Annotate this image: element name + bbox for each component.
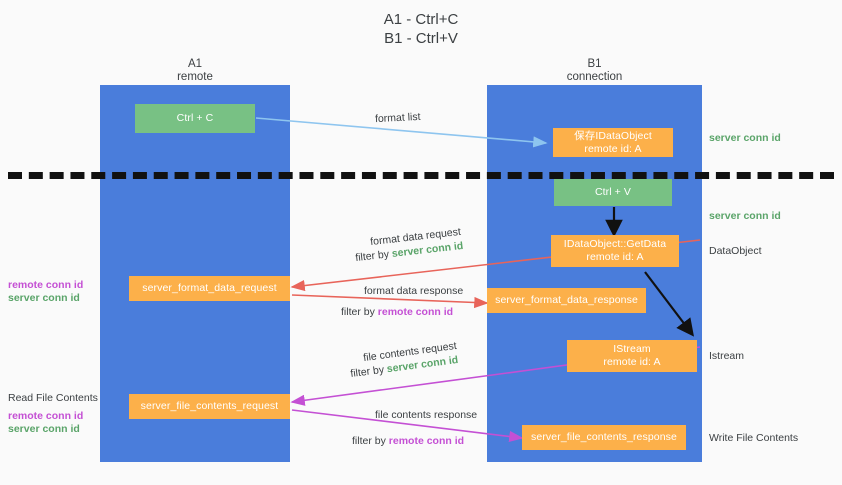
edge-label-file-contents-response: file contents response bbox=[375, 409, 478, 421]
node-ctrl-v-label: Ctrl + V bbox=[594, 186, 632, 198]
right-label-server-conn-id-top: server conn id bbox=[709, 132, 781, 144]
right-label-istream: Istream bbox=[709, 350, 745, 362]
node-istream-line1: IStream bbox=[613, 343, 651, 355]
node-idataobject-getdata[interactable]: IDataObject::GetData remote id: A bbox=[551, 235, 679, 267]
node-server-file-contents-request[interactable]: server_file_contents_request bbox=[129, 394, 290, 419]
filter-key-remote-conn-id: remote conn id bbox=[388, 435, 465, 447]
lane-header-b1: B1 connection bbox=[487, 58, 702, 84]
node-ctrl-v[interactable]: Ctrl + V bbox=[554, 179, 672, 206]
left-label-remote-conn-id-upper: remote conn id bbox=[8, 279, 84, 291]
filter-prefix: filter by bbox=[349, 363, 388, 381]
edge-label-format-data-response-filter: filter by remote conn id bbox=[341, 305, 453, 319]
left-label-read-file-contents: Read File Contents bbox=[8, 392, 98, 404]
filter-prefix: filter by bbox=[354, 248, 393, 265]
left-label-remote-conn-id-lower: remote conn id bbox=[8, 410, 84, 422]
edge-label-format-data-response: format data response bbox=[364, 285, 464, 297]
node-ctrl-c[interactable]: Ctrl + C bbox=[135, 104, 255, 133]
edge-label-format-list: format list bbox=[374, 110, 421, 126]
node-server-format-data-request[interactable]: server_format_data_request bbox=[129, 276, 290, 301]
edge-label-file-contents-response-filter: filter by remote conn id bbox=[352, 434, 464, 448]
diagram-title: A1 - Ctrl+C B1 - Ctrl+V bbox=[383, 11, 459, 47]
filter-prefix: filter by bbox=[352, 435, 389, 447]
lane-b1-sub: connection bbox=[566, 71, 623, 83]
lane-header-a1: A1 remote bbox=[100, 58, 290, 84]
left-label-group-upper: remote conn id server conn id bbox=[8, 279, 83, 305]
node-save-idataobject-line1: 保存IDataObject bbox=[574, 129, 652, 142]
node-server-format-data-request-label: server_format_data_request bbox=[142, 282, 277, 294]
lane-a1-name: A1 bbox=[187, 58, 203, 70]
node-ctrl-c-label: Ctrl + C bbox=[176, 112, 214, 124]
node-istream-line2: remote id: A bbox=[603, 356, 661, 368]
left-label-group-lower: Read File Contents remote conn id server… bbox=[8, 392, 98, 436]
filter-key-remote-conn-id: remote conn id bbox=[377, 306, 454, 318]
left-label-server-conn-id-upper: server conn id bbox=[8, 292, 80, 304]
lane-a1-sub: remote bbox=[177, 71, 213, 83]
node-server-format-data-response-label: server_format_data_response bbox=[495, 294, 638, 306]
node-getdata-line1: IDataObject::GetData bbox=[563, 238, 667, 250]
node-server-file-contents-response-label: server_file_contents_response bbox=[531, 431, 677, 443]
node-server-file-contents-request-label: server_file_contents_request bbox=[140, 400, 279, 412]
right-label-server-conn-id-second: server conn id bbox=[709, 210, 781, 222]
node-server-file-contents-response[interactable]: server_file_contents_response bbox=[522, 425, 686, 450]
filter-prefix: filter by bbox=[341, 306, 378, 318]
lane-b1-name: B1 bbox=[587, 58, 602, 70]
node-save-idataobject-line2: remote id: A bbox=[584, 142, 642, 155]
node-istream[interactable]: IStream remote id: A bbox=[567, 340, 697, 372]
left-label-server-conn-id-lower: server conn id bbox=[8, 423, 80, 435]
node-server-format-data-response[interactable]: server_format_data_response bbox=[487, 288, 646, 313]
node-save-idataobject[interactable]: 保存IDataObject remote id: A bbox=[553, 128, 673, 157]
right-label-write-file-contents: Write File Contents bbox=[709, 432, 799, 444]
node-getdata-line2: remote id: A bbox=[586, 251, 644, 263]
right-label-dataobject: DataObject bbox=[709, 245, 762, 257]
phase-separator bbox=[8, 172, 834, 179]
